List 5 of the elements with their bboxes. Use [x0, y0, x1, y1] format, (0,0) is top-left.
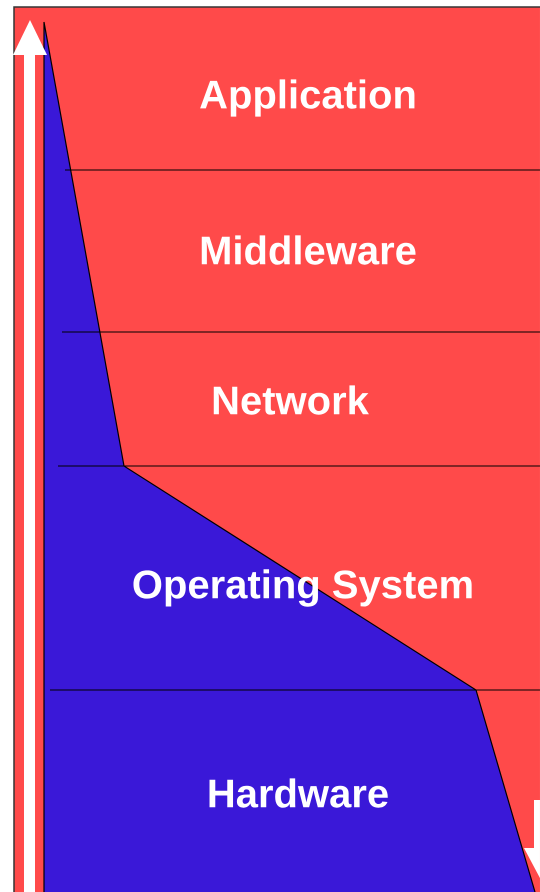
- layer-label: Application: [200, 79, 414, 117]
- layer-label: Hardware: [210, 778, 388, 808]
- layer-label: Network: [214, 385, 369, 415]
- layer-label: Middleware: [202, 235, 416, 265]
- layer-label: Operating System: [133, 569, 472, 607]
